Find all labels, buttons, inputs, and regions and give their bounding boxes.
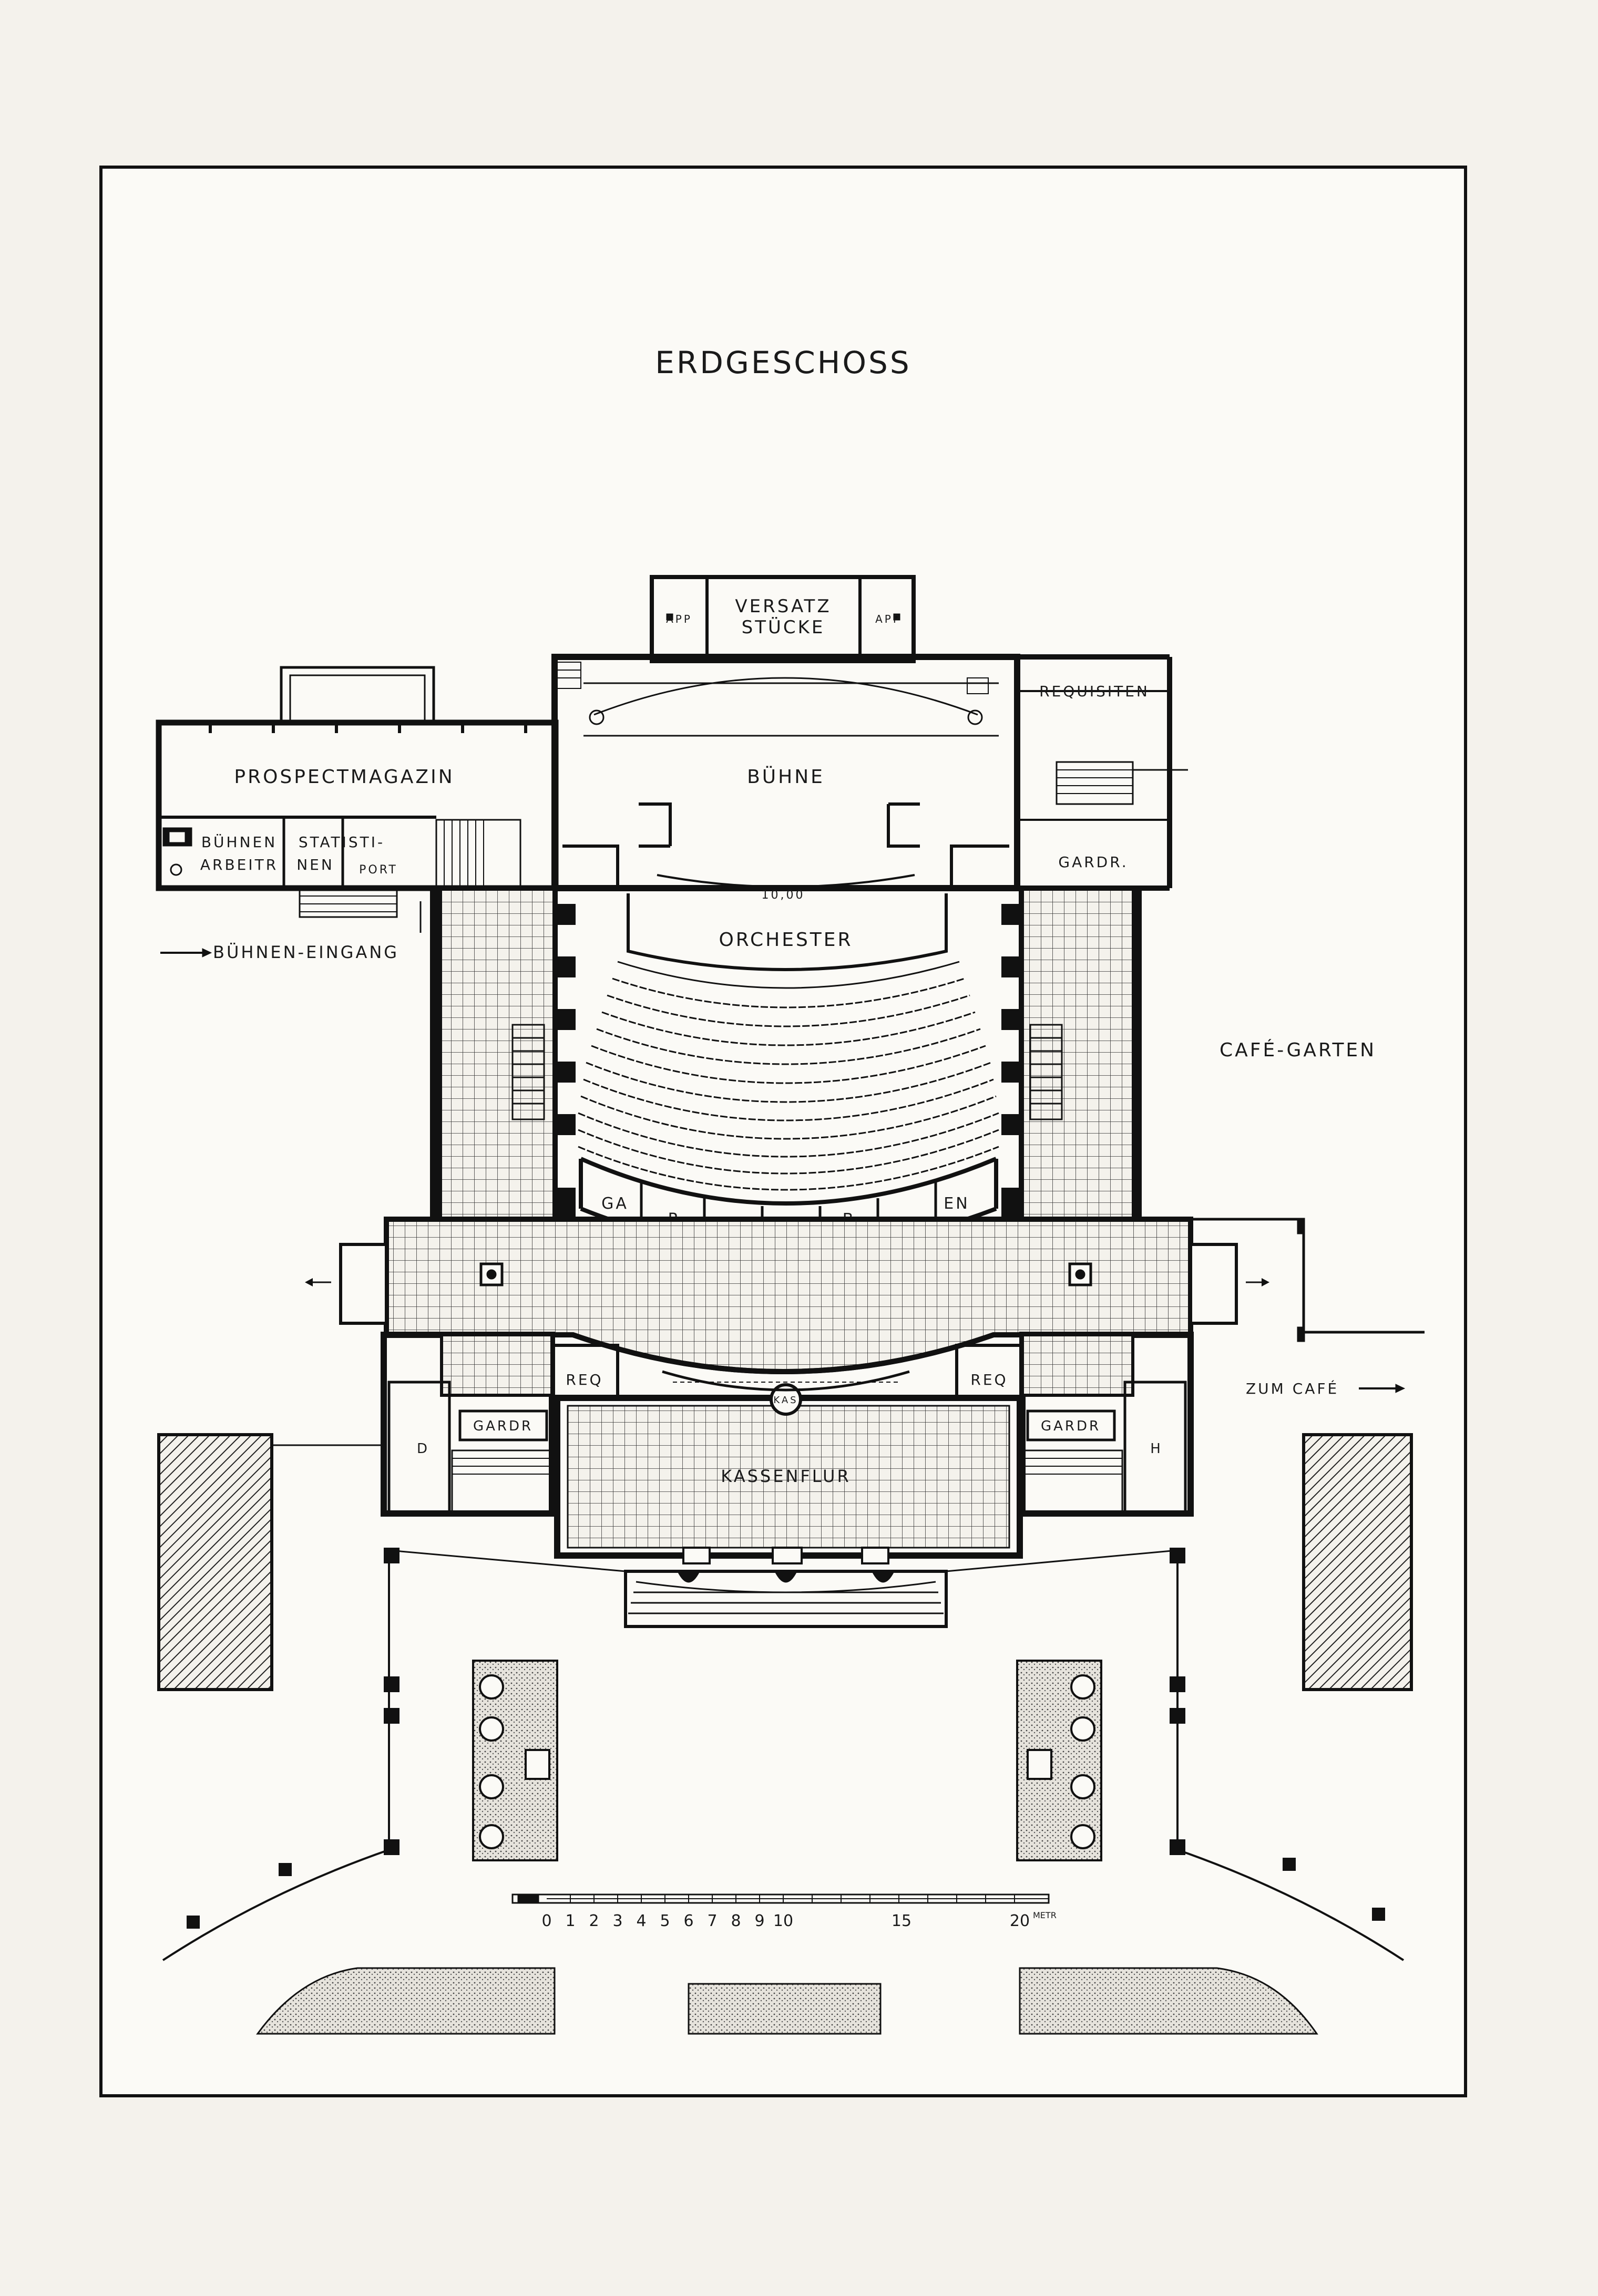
statisten-label-2: NEN [296, 856, 334, 873]
prospect-wing [156, 666, 559, 918]
scale-tick-label: 7 [707, 1912, 717, 1930]
gardr-stage-label: GARDR. [1058, 853, 1128, 871]
gardr-left-label: GARDR [473, 1418, 533, 1434]
kassenflur-label: KASSENFLUR [721, 1466, 851, 1486]
scale-tick-label: 0 [541, 1912, 551, 1930]
cafe-garten-path [1191, 1218, 1425, 1342]
scale-tick-label: 2 [589, 1912, 599, 1930]
forecourt [157, 1433, 1413, 2035]
versatz-label-2: STÜCKE [742, 616, 825, 638]
req-left-label: REQ [566, 1371, 603, 1388]
garderobe-label-1: GA [601, 1195, 629, 1213]
versatz-label-1: VERSATZ [735, 596, 831, 617]
buehnen-arbeitr-label-1: BÜHNEN [201, 833, 277, 851]
scale-tick-label: 8 [731, 1912, 741, 1930]
side-stairs [511, 1024, 1063, 1120]
buehnen-eingang-arrow [160, 901, 422, 957]
drawing-frame [99, 166, 1467, 2097]
h-label: H [1150, 1441, 1163, 1457]
app-right-label: APP [875, 613, 902, 625]
buehne-label: BÜHNE [747, 766, 825, 788]
cafe-garten-label: CAFÉ-GARTEN [1220, 1039, 1376, 1061]
app-left-label: APP [666, 613, 692, 625]
foyer [305, 1217, 1269, 1374]
garderobe-label-6: EN [944, 1195, 969, 1213]
orchester-width-label: 10,00 [762, 889, 805, 902]
scale-tick-label: 20 [1010, 1912, 1030, 1930]
scale-tick-label: 4 [636, 1912, 646, 1930]
gardr-right-label: GARDR [1041, 1418, 1101, 1434]
scale-tick-label: 3 [612, 1912, 622, 1930]
plan-title: ERDGESCHOSS [655, 345, 911, 380]
buehnen-arbeitr-label-2: ARBEITR [200, 856, 278, 873]
req-right-label: REQ [970, 1371, 1008, 1388]
scale-tick-label: 5 [660, 1912, 670, 1930]
prospectmagazin-label: PROSPECTMAGAZIN [234, 766, 454, 788]
scale-tick-label: 10 [773, 1912, 793, 1930]
orchester-label: ORCHESTER [719, 929, 853, 951]
buehnen-eingang-label: BÜHNEN-EINGANG [213, 942, 399, 962]
scale-tick-label: 6 [683, 1912, 693, 1930]
port-label: PORT [359, 863, 398, 877]
zum-cafe-label: ZUM CAFÉ [1246, 1379, 1339, 1397]
scale-tick-label: 9 [754, 1912, 764, 1930]
requisiten-label: REQUISITEN [1039, 683, 1150, 700]
scale-tick-label: 1 [565, 1912, 575, 1930]
kas-label: KAS [773, 1395, 798, 1406]
scale-bar [511, 1893, 1050, 1904]
statisten-label-1: STATISTI- [299, 833, 385, 851]
south-wing [381, 1332, 1194, 1628]
zum-cafe-arrow [1359, 1384, 1406, 1393]
stage-house [551, 575, 1188, 891]
scale-unit-label: METR [1033, 1910, 1057, 1920]
d-label: D [417, 1441, 429, 1457]
scale-tick-label: 15 [892, 1912, 911, 1930]
